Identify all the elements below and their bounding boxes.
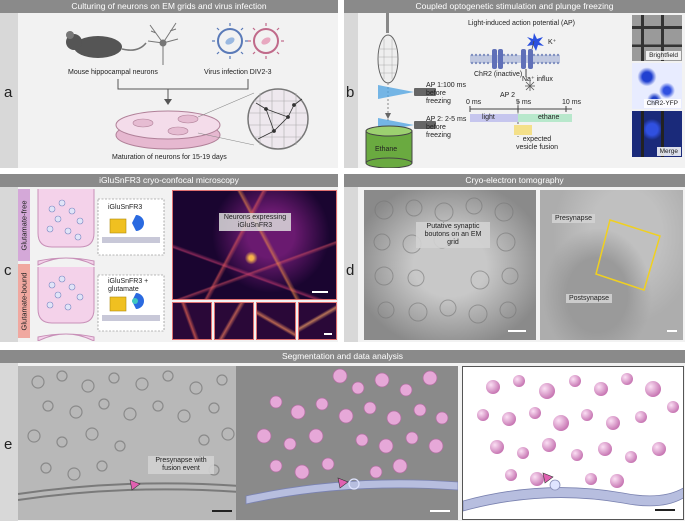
synapse-free: [37, 189, 165, 266]
overlay-scale-bar: [430, 510, 450, 512]
ap1-label: AP 1:100 ms before freezing: [426, 82, 466, 105]
panel-a-letter: a: [4, 84, 13, 101]
presynapse-label: Presynapse: [552, 214, 595, 223]
merge-label: Merge: [656, 147, 681, 156]
confocal-zoom-1: [172, 302, 212, 340]
panel-b-letter: b: [346, 84, 355, 101]
chr2-yfp-label: ChR2-YFP: [643, 99, 681, 108]
ap2-marker-label: AP 2: [500, 92, 516, 99]
timeline: [469, 81, 572, 137]
tomogram-slice: Presynapse with fusion event: [18, 366, 240, 520]
panel-a: Culturing of neurons on EM grids and vir…: [0, 0, 338, 168]
virus-icon-1: [212, 23, 248, 59]
render-3d-vesicles: [463, 373, 683, 512]
panel-e: Segmentation and data analysis e Presyna…: [0, 350, 685, 521]
sensor-label-2: iGluSnFR3 + glutamate: [108, 278, 149, 293]
panel-e-title: Segmentation and data analysis: [0, 350, 685, 363]
ethane-bath-label: Ethane: [375, 146, 398, 153]
mouse-label: Mouse hippocampal neurons: [68, 69, 158, 76]
membrane-schematic: [470, 33, 560, 77]
sensor-label-1: iGluSnFR3: [108, 204, 143, 211]
panel-e-letter: e: [4, 436, 13, 453]
render-scale-bar: [655, 509, 675, 511]
panel-a-sidebar: [0, 13, 18, 168]
ap-title: Light-induced action potential (AP): [468, 20, 576, 27]
zoom-scale-bar: [324, 333, 332, 335]
brightfield-label: Brightfield: [646, 51, 681, 60]
fusion-label: Presynapse with fusion event: [148, 456, 214, 474]
chr2-yfp-image: ChR2-YFP: [632, 63, 682, 109]
em-grid-texture: [373, 197, 519, 324]
t10-label: 10 ms: [562, 99, 582, 106]
t0-label: 0 ms: [466, 99, 482, 106]
em-scale-bar: [508, 330, 526, 332]
boutons-label: Putative synaptic boutons on an EM grid: [416, 222, 490, 248]
panel-c: iGluSnFR3 cryo-confocal microscopy c Glu…: [0, 174, 338, 342]
panel-c-sidebar: [0, 187, 18, 342]
light-label: light: [482, 114, 495, 121]
neuron-icon: [147, 22, 179, 65]
virus-icon-2: [248, 23, 284, 59]
tomogram-roi: [595, 219, 661, 291]
tomo-scale-bar: [667, 330, 677, 332]
segmentation-vesicles: [245, 368, 458, 505]
ap2-label: AP 2: 2-5 ms before freezing: [426, 116, 467, 139]
panel-c-letter: c: [4, 262, 12, 279]
confocal-image: Neurons expressing iGluSnFR3: [172, 190, 337, 300]
panel-b-sidebar: [344, 13, 358, 168]
panel-a-title: Culturing of neurons on EM grids and vir…: [0, 0, 338, 13]
panel-d: Cryo-electron tomography d Putative syna…: [344, 174, 685, 342]
panel-e-sidebar: [0, 363, 18, 521]
glu-free-label: Glutamate-free: [19, 199, 29, 251]
glu-free-tab: Glutamate-free: [18, 189, 30, 261]
na-influx-label: Na⁺ influx: [522, 76, 553, 83]
panel-b-illustration: [365, 13, 572, 168]
segmentation-overlay: [236, 366, 458, 520]
em-grid-zoom: [247, 88, 309, 150]
panel-d-title: Cryo-electron tomography: [344, 174, 685, 187]
k-ion-label: K⁺: [548, 39, 557, 46]
maturation-label: Maturation of neurons for 15-19 days: [112, 154, 227, 161]
em-grid-overview: Putative synaptic boutons on an EM grid: [364, 190, 536, 340]
chr2-label: ChR2 (inactive): [474, 71, 523, 78]
postsynapse-label: Postsynapse: [566, 294, 613, 303]
scale-bar: [312, 291, 328, 293]
petri-dish: [115, 110, 221, 150]
confocal-zoom-2: [214, 302, 254, 340]
t5-label: 5 ms: [516, 99, 532, 106]
segmentation-3d-render: [462, 366, 684, 520]
panel-a-illustration: [66, 22, 309, 150]
glu-bound-label: Glutamate-bound: [19, 272, 29, 330]
expected-fusion-label: expected vesicle fusion: [515, 136, 559, 151]
ethane-label: ethane: [538, 114, 560, 121]
synapse-bound: [37, 267, 165, 341]
panel-b: Coupled optogenetic stimulation and plun…: [344, 0, 685, 168]
panel-d-letter: d: [346, 262, 355, 279]
mouse-icon: [66, 31, 147, 58]
neurons-label: Neurons expressing iGluSnFR3: [219, 213, 291, 231]
panel-d-sidebar: [344, 187, 358, 342]
panel-c-title: iGluSnFR3 cryo-confocal microscopy: [0, 174, 338, 187]
tomogram-overview: Presynapse Postsynapse: [540, 190, 683, 340]
confocal-zoom-4: [298, 302, 337, 340]
glu-bound-tab: Glutamate-bound: [18, 264, 30, 338]
virus-label: Virus infection DIV2-3: [204, 69, 272, 76]
panel-c-schematic: [37, 189, 165, 341]
slice-scale-bar: [212, 510, 232, 512]
panel-b-title: Coupled optogenetic stimulation and plun…: [344, 0, 685, 13]
merge-image: Merge: [632, 111, 682, 157]
confocal-zoom-3: [256, 302, 296, 340]
brightfield-image: Brightfield: [632, 15, 682, 61]
tomogram-slice-vesicles: [18, 370, 240, 501]
